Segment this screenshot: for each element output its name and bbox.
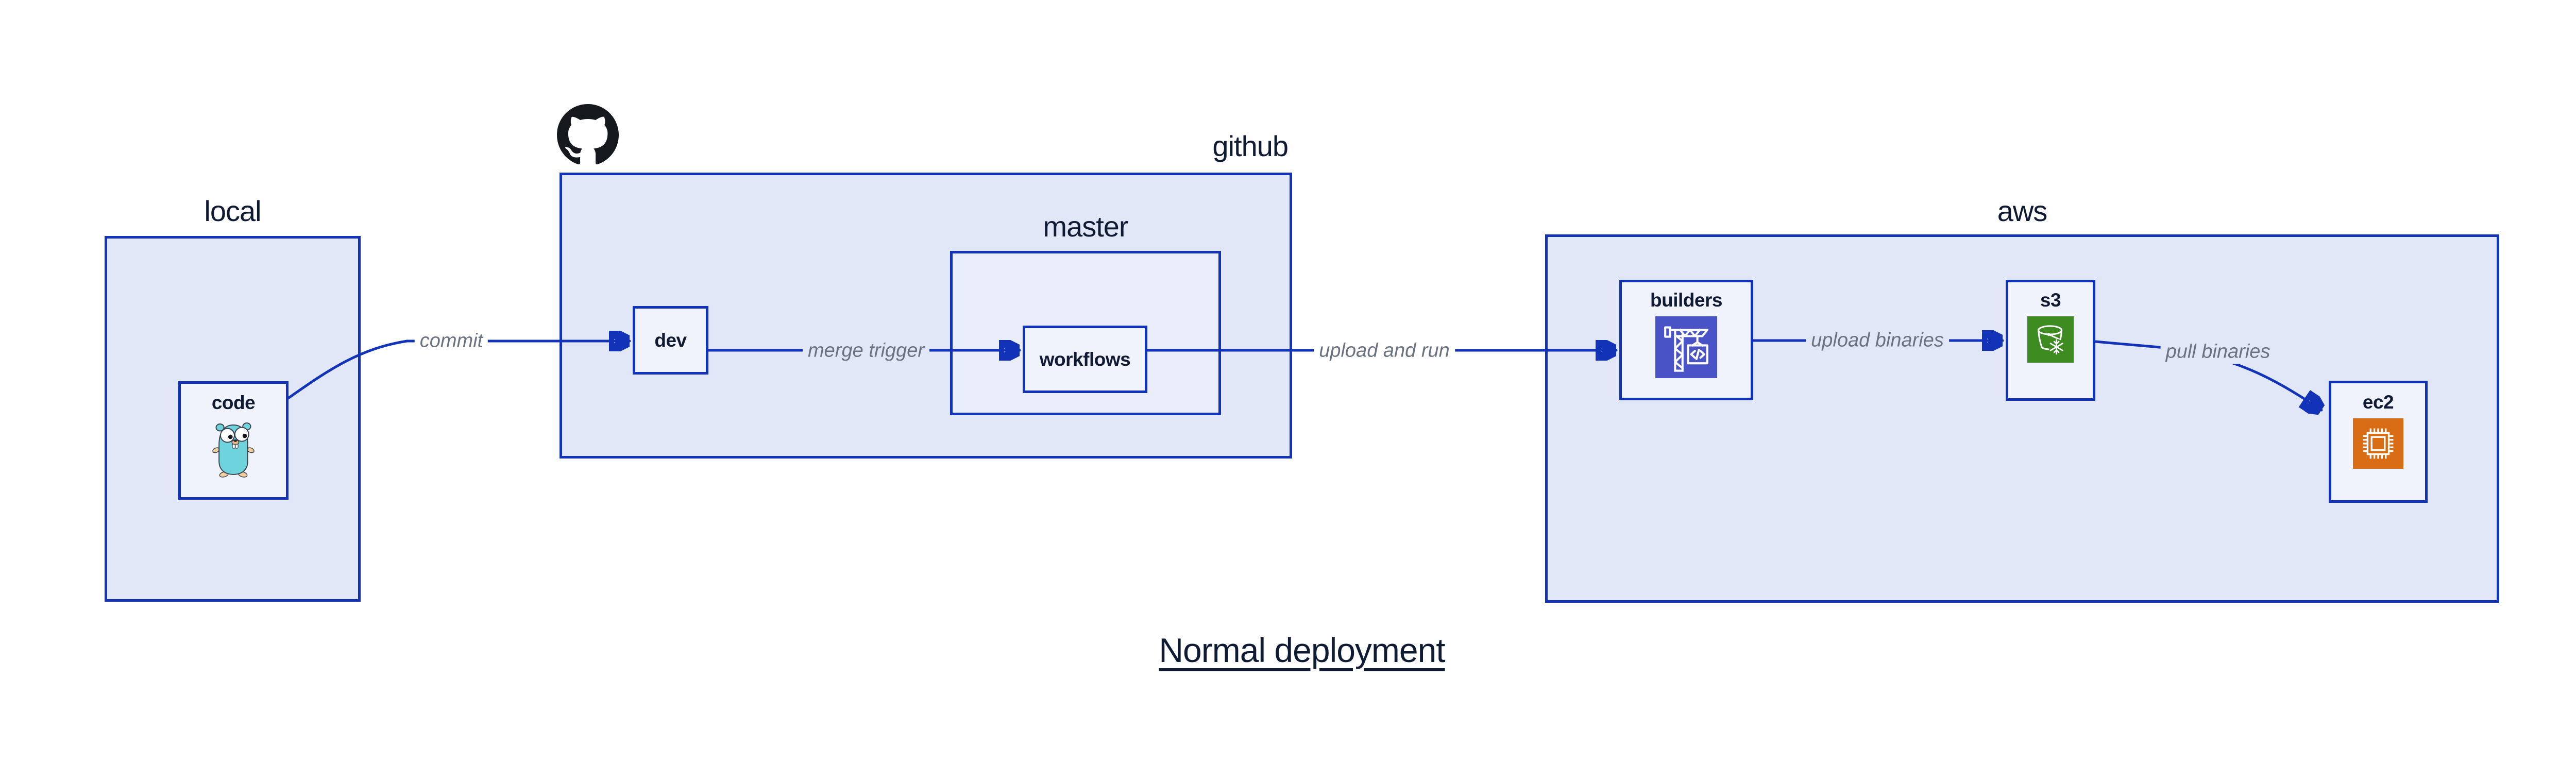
node-ec2-label: ec2	[2362, 392, 2394, 413]
edge-upload-and-run-label: upload and run	[1314, 338, 1455, 363]
node-s3: s3	[2006, 280, 2095, 401]
node-s3-label: s3	[2040, 290, 2061, 311]
node-code-label: code	[211, 392, 256, 413]
node-builders-label: builders	[1650, 290, 1722, 311]
edge-pull-binaries-label: pull binaries	[2160, 339, 2276, 364]
master-title: master	[1043, 210, 1128, 243]
node-workflows-label: workflows	[1039, 348, 1131, 370]
node-ec2: ec2	[2329, 381, 2428, 503]
local-title: local	[204, 195, 261, 227]
aws-s3-bucket-icon	[2027, 316, 2074, 365]
github-octocat-icon	[557, 104, 619, 168]
aws-ec2-chip-icon	[2353, 418, 2403, 471]
edge-commit-label: commit	[414, 329, 488, 353]
node-workflows: workflows	[1023, 326, 1147, 393]
node-code: code	[178, 381, 289, 500]
edge-upload-binaries-label: upload binaries	[1806, 328, 1949, 353]
edge-merge-trigger-label: merge trigger	[803, 338, 929, 363]
node-dev: dev	[633, 306, 708, 375]
aws-title: aws	[1997, 195, 2048, 227]
node-builders: builders	[1619, 280, 1753, 400]
aws-codebuild-icon	[1655, 316, 1717, 381]
diagram-title: Normal deployment	[1159, 631, 1445, 669]
node-dev-label: dev	[654, 329, 687, 351]
go-gopher-icon	[209, 419, 258, 481]
github-title: github	[1212, 130, 1289, 162]
